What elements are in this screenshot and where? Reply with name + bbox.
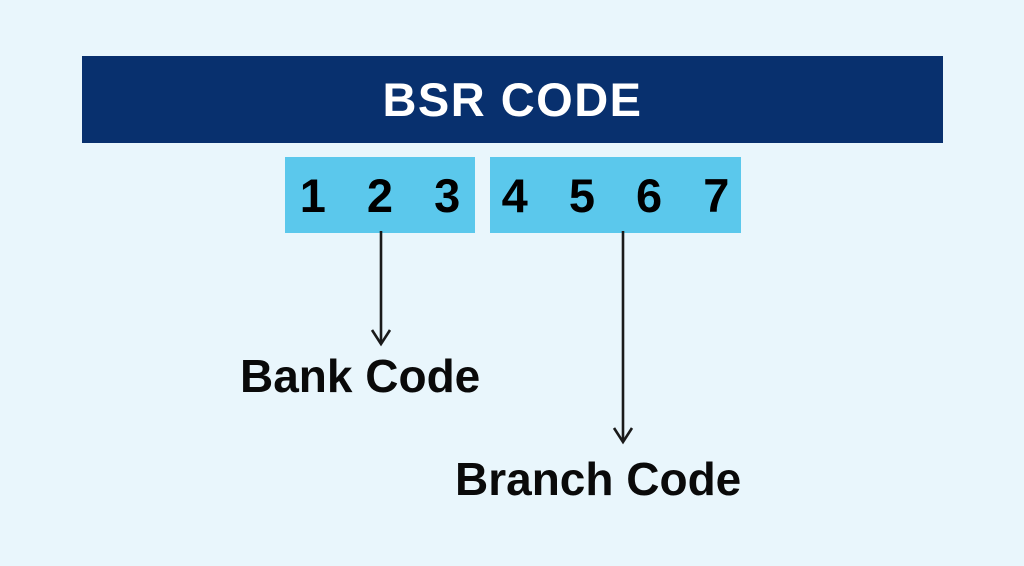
code-digits-branch: 4 5 6 7: [501, 168, 744, 222]
page-title: BSR CODE: [382, 73, 643, 126]
down-arrow-icon-bank: [370, 231, 392, 347]
code-segment-bank: 1 2 3: [285, 157, 475, 233]
down-arrow-icon-branch: [612, 231, 634, 445]
code-digits-bank: 1 2 3: [299, 168, 475, 222]
code-segment-branch: 4 5 6 7: [490, 157, 741, 233]
callout-label-branch: Branch Code: [455, 453, 742, 505]
title-bar: BSR CODE: [82, 56, 943, 143]
callout-label-bank: Bank Code: [240, 350, 481, 402]
